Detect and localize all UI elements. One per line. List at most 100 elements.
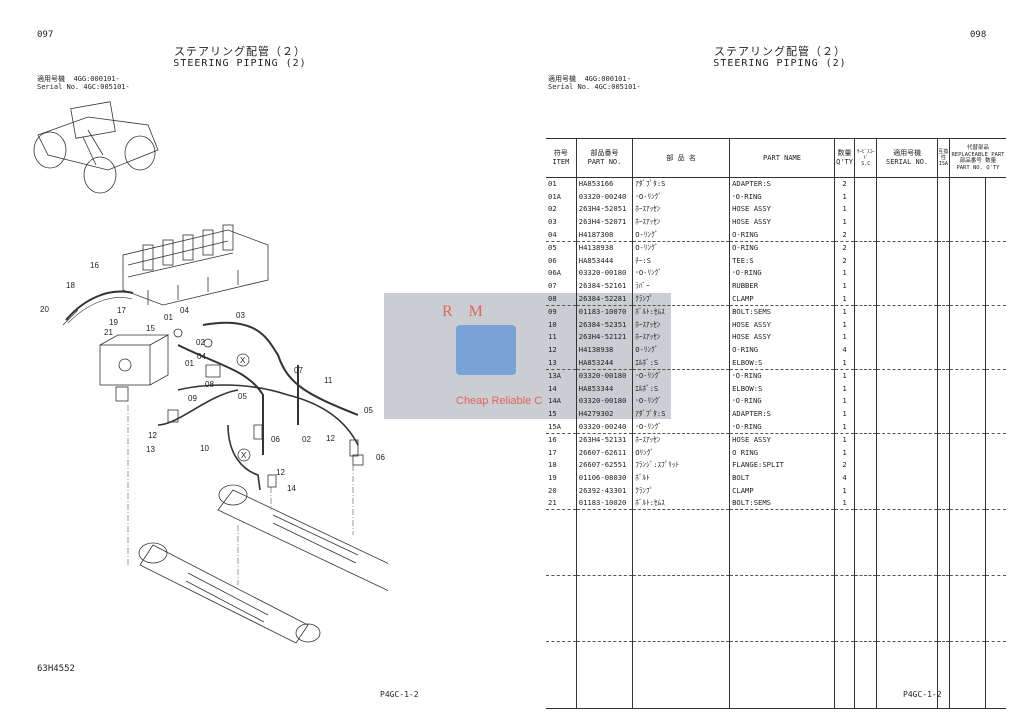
left-page-number: 097 (37, 30, 54, 40)
cell-empty (632, 575, 730, 643)
cell-part-no: 26607-62551 (575, 459, 633, 472)
cell-part-no: 263H4-52131 (575, 433, 633, 447)
cell-empty (985, 496, 1006, 511)
cell-part-name: ･O-RING (729, 267, 835, 280)
cell-empty (948, 177, 986, 191)
cell-empty (948, 641, 986, 710)
cell-qty: 1 (833, 433, 855, 447)
cell-part-no: 263H4-52121 (575, 331, 633, 344)
cell-name-jp: O-ﾘﾝｸﾞ (632, 241, 730, 255)
callout-04: 04 (180, 306, 189, 315)
callout-03: 03 (236, 311, 245, 320)
cell-empty (854, 215, 877, 229)
cell-part-name: CLAMP (729, 292, 835, 306)
table-blank-row (546, 509, 1006, 577)
cell-qty: 1 (833, 395, 855, 408)
cell-part-no: 01183-10020 (575, 496, 633, 511)
cell-part-name: FLANGE:SPLIT (729, 459, 835, 472)
cell-item: 14 (548, 383, 557, 393)
cell-empty (936, 279, 950, 293)
cell-empty (876, 446, 938, 460)
cell-empty (948, 241, 986, 255)
cell-empty (948, 215, 986, 229)
cell-item: 20 (548, 485, 557, 495)
cell-name-jp: ﾎﾞﾙﾄ (632, 471, 730, 485)
cell-part-name: ELBOW:S (729, 356, 835, 370)
cell-empty (854, 509, 877, 577)
cell-empty (854, 496, 877, 511)
cell-qty: 1 (833, 318, 855, 332)
cell-qty: 2 (833, 228, 855, 242)
cell-empty (936, 177, 950, 191)
cell-part-name: HOSE ASSY (729, 215, 835, 229)
cell-part-no: HA853344 (575, 382, 633, 396)
cell-part-name: CLAMP (729, 484, 835, 497)
cell-item: 02 (548, 204, 557, 214)
serial-value-jp: 4GG:000101- (73, 75, 120, 83)
cell-empty (936, 496, 950, 511)
cell-part-no: HA853244 (575, 356, 633, 370)
cell-empty (948, 318, 986, 332)
cell-item: 10 (548, 319, 557, 329)
cell-empty (833, 575, 855, 643)
cell-empty (729, 575, 835, 643)
cell-part-no: 26384-52161 (575, 279, 633, 293)
right-footer: P4GC-1-2 (903, 690, 942, 699)
cell-qty: 1 (833, 446, 855, 460)
cell-empty (985, 641, 1006, 710)
cell-empty (854, 407, 877, 421)
cell-empty (876, 382, 938, 396)
cell-empty (876, 215, 938, 229)
cell-empty (854, 177, 877, 191)
cell-empty (729, 641, 835, 710)
cell-item: 13A (548, 371, 561, 381)
cell-qty: 2 (833, 459, 855, 472)
callout-01b: 01 (185, 359, 194, 368)
cell-qty: 1 (833, 382, 855, 396)
cell-empty (985, 459, 1006, 472)
callout-21: 21 (104, 328, 113, 337)
cell-empty (936, 382, 950, 396)
cell-empty (948, 305, 986, 319)
cell-name-jp: ｱﾀﾞﾌﾟﾀ:S (632, 407, 730, 421)
cell-part-name: RUBBER (729, 279, 835, 293)
cell-empty (948, 190, 986, 204)
serial-label-jp: 適用号機 (548, 75, 576, 83)
cell-empty (854, 279, 877, 293)
cell-part-no: 26384-52281 (575, 292, 633, 306)
cell-empty (936, 203, 950, 216)
cell-empty (985, 215, 1006, 229)
cell-empty (948, 369, 986, 383)
cell-part-no: 03320-00240 (575, 420, 633, 434)
cell-item: 06 (548, 255, 557, 265)
cell-name-jp: ･O-ﾘﾝｸﾞ (632, 369, 730, 383)
cell-empty (936, 420, 950, 434)
cell-empty (546, 509, 577, 577)
cell-empty (936, 459, 950, 472)
cell-empty (854, 228, 877, 242)
cell-part-name: HOSE ASSY (729, 203, 835, 216)
cell-empty (936, 305, 950, 319)
callout-15: 15 (146, 324, 155, 333)
cell-item: 21 (546, 496, 577, 511)
cell-empty (546, 641, 577, 710)
cell-item: 07 (548, 281, 557, 291)
cell-empty (948, 279, 986, 293)
steering-cylinder-left (138, 542, 321, 644)
right-serial-block: 適用号機 4GG:000101- Serial No. 4GC:005101- (548, 75, 641, 91)
control-valve (122, 224, 269, 306)
cell-empty (948, 267, 986, 280)
cell-empty (948, 459, 986, 472)
cell-item: 09 (548, 307, 557, 317)
